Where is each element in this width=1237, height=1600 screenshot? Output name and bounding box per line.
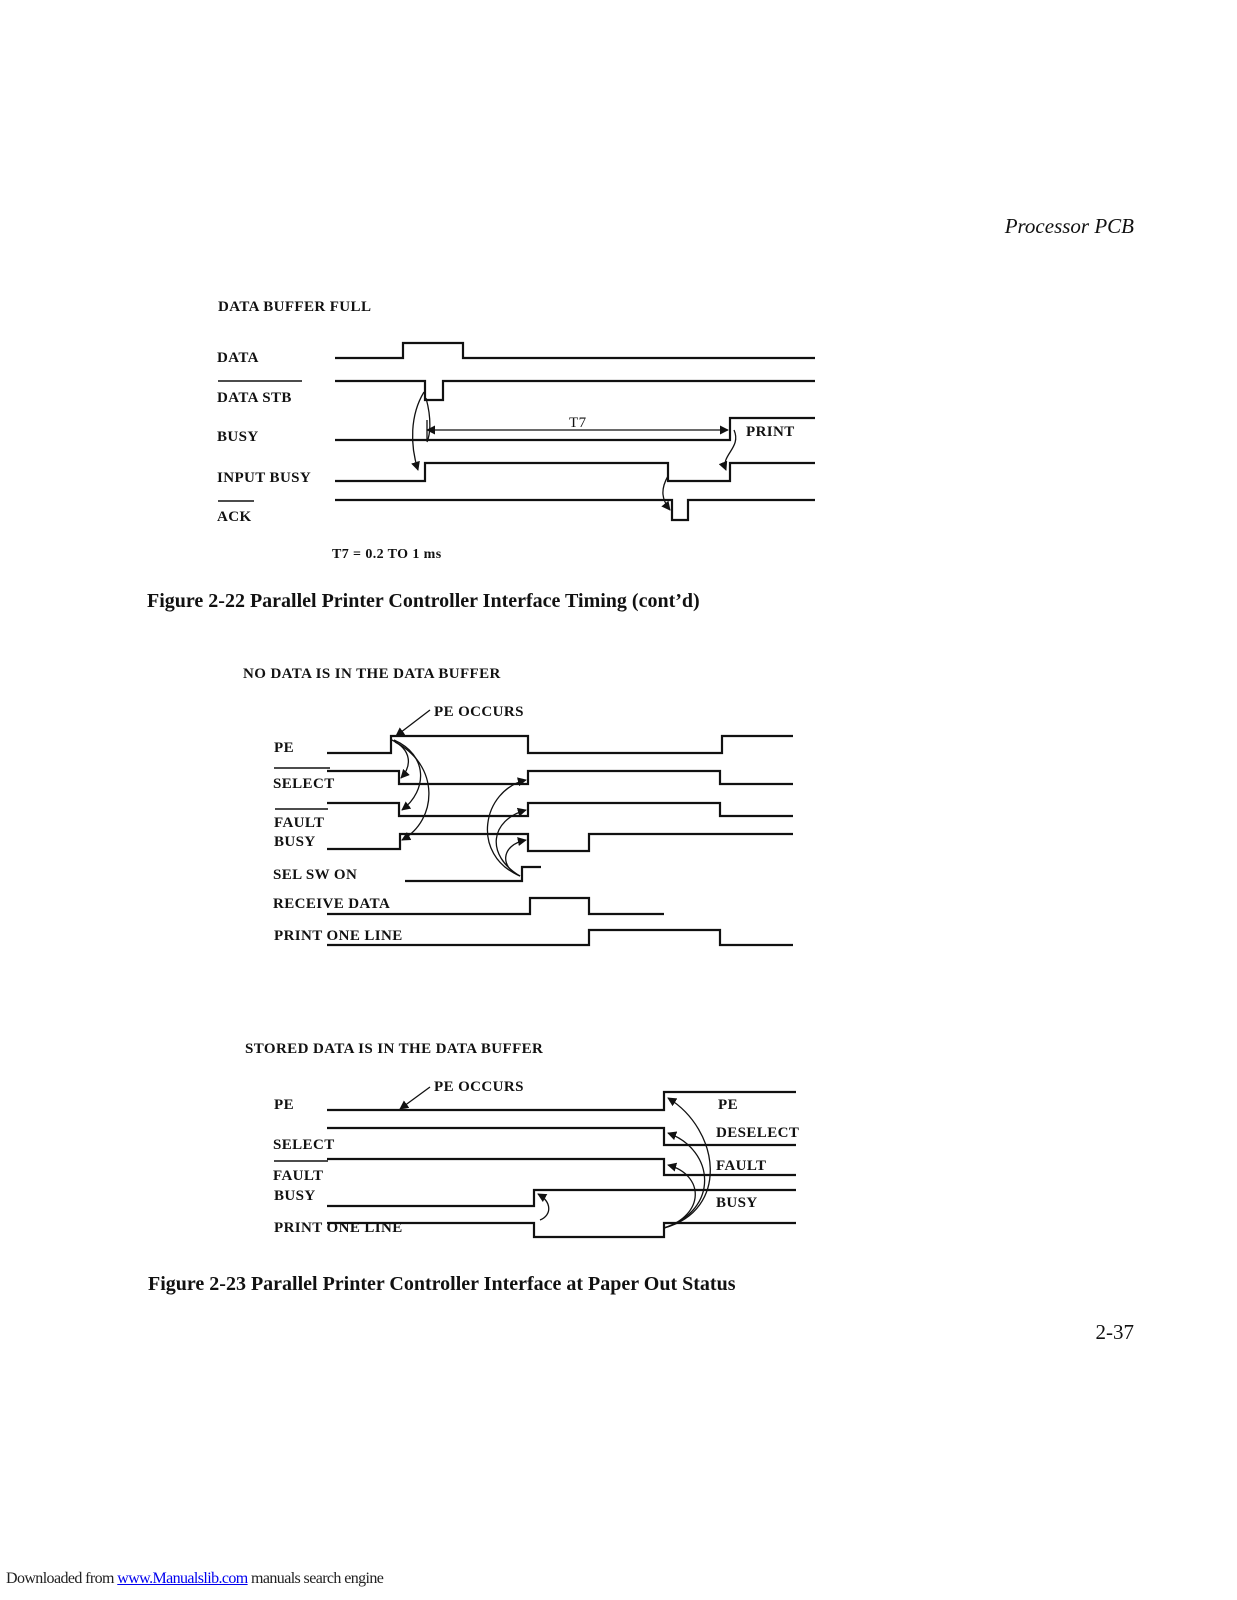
page-number: 2-37	[1095, 1320, 1135, 1344]
signal-label-pe-b: PE	[274, 1097, 294, 1113]
section-title-stored-data: STORED DATA IS IN THE DATA BUFFER	[245, 1041, 543, 1057]
right-label-fault: FAULT	[716, 1158, 766, 1174]
signal-label-data-stb: DATA STB	[217, 390, 292, 406]
cause-arrow-print-to-busy	[537, 1193, 550, 1221]
cause-arrow-stb-to-busy	[425, 397, 431, 443]
signal-label-sel-sw-on: SEL SW ON	[273, 867, 357, 883]
signal-label-ack: ACK	[217, 509, 252, 525]
waveform-fault-a	[327, 801, 793, 818]
signal-label-fault-a: FAULT	[274, 815, 324, 831]
pe-occurs-pointer-a	[395, 709, 431, 737]
signal-label-data: DATA	[217, 350, 259, 366]
footer-manualslib-link[interactable]: www.Manualslib.com	[117, 1570, 248, 1587]
waveform-busy-a	[327, 832, 793, 853]
waveform-fault-b	[327, 1157, 796, 1177]
cause-arrow-busy-to-input-busy	[718, 429, 737, 471]
waveform-print-one-line-b	[327, 1221, 796, 1239]
waveform-select-a	[327, 769, 793, 786]
cause-arrow-pe-to-fault	[393, 739, 422, 811]
signal-label-busy: BUSY	[217, 429, 259, 445]
page-header-title: Processor PCB	[1004, 214, 1134, 238]
waveform-busy-b	[327, 1188, 796, 1208]
waveform-select-b	[327, 1126, 796, 1147]
cause-arrow-pe-to-busy	[394, 741, 430, 841]
footer-download-notice: Downloaded from www.Manualslib.com manua…	[6, 1570, 384, 1588]
cause-arrow-selsw-to-busy	[505, 837, 527, 877]
cause-arrow-print-end-to-select	[663, 1131, 706, 1229]
footer-prefix: Downloaded from	[6, 1570, 118, 1587]
waveform-data	[335, 341, 815, 360]
cause-arrow-print-end-to-fault	[663, 1162, 696, 1229]
waveform-input-busy	[335, 461, 815, 483]
signal-label-input-busy: INPUT BUSY	[217, 470, 311, 486]
waveform-busy	[335, 416, 815, 442]
signal-label-busy-b: BUSY	[274, 1188, 316, 1204]
waveform-sel-sw-on	[405, 865, 541, 883]
event-label-pe-occurs-b: PE OCCURS	[434, 1079, 524, 1095]
signal-label-select-a: SELECT	[273, 776, 335, 792]
signal-label-receive-data: RECEIVE DATA	[273, 896, 390, 912]
event-label-pe-occurs-a: PE OCCURS	[434, 704, 524, 720]
waveform-ack	[335, 498, 815, 522]
signal-label-fault-b: FAULT	[273, 1168, 323, 1184]
section-title-no-data: NO DATA IS IN THE DATA BUFFER	[243, 666, 501, 682]
signal-label-select-b: SELECT	[273, 1137, 335, 1153]
cause-arrow-pe-to-select	[391, 739, 410, 779]
signal-label-print-one-line-a: PRINT ONE LINE	[274, 928, 403, 944]
signal-label-busy-a: BUSY	[274, 834, 316, 850]
pe-occurs-pointer-b	[399, 1086, 431, 1110]
timing-diagram-no-data-in-buffer: NO DATA IS IN THE DATA BUFFER PE OCCURS …	[243, 666, 793, 947]
timing-diagram-data-buffer-full: DATA BUFFER FULL DATA DATA STB BUSY INPU…	[217, 299, 815, 562]
footer-suffix: manuals search engine	[247, 1570, 384, 1587]
right-label-pe: PE	[718, 1097, 738, 1113]
signal-label-pe-a: PE	[274, 740, 294, 756]
waveform-data-stb	[335, 379, 815, 402]
right-label-busy: BUSY	[716, 1195, 758, 1211]
print-label: PRINT	[746, 424, 795, 440]
waveform-pe-b	[327, 1090, 796, 1112]
section-title-data-buffer-full: DATA BUFFER FULL	[218, 299, 371, 315]
waveform-receive-data	[327, 896, 664, 916]
t7-note: T7 = 0.2 TO 1 ms	[332, 547, 442, 562]
cause-arrow-selsw-to-select	[486, 777, 527, 877]
cause-arrow-stb-to-input-busy	[411, 391, 425, 471]
waveform-print-one-line-a	[327, 928, 793, 947]
figure-22-caption: Figure 2-22 Parallel Printer Controller …	[147, 590, 700, 612]
figure-23-caption: Figure 2-23 Parallel Printer Controller …	[148, 1273, 736, 1295]
interval-label-t7: T7	[569, 415, 587, 431]
timing-diagram-stored-data-in-buffer: STORED DATA IS IN THE DATA BUFFER PE OCC…	[245, 1041, 799, 1239]
cause-arrow-print-end-to-pe	[663, 1097, 711, 1229]
cause-arrow-input-busy-to-ack	[661, 475, 671, 511]
waveform-pe-a	[327, 734, 793, 755]
right-label-deselect: DESELECT	[716, 1125, 799, 1141]
